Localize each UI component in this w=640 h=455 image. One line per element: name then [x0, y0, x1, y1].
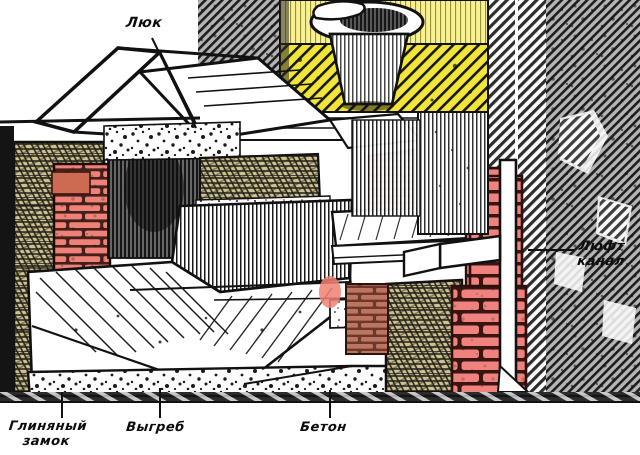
- brick-chunk-upper-left: [51, 171, 91, 195]
- label-luft-kanal: Люфт канал: [576, 239, 626, 269]
- label-vygreb: Выгреб: [125, 420, 186, 435]
- label-glinyanyy-zamok: Глиняный замок: [8, 419, 88, 449]
- vertical-hatch-field-center: [351, 119, 421, 217]
- ground-line-left: [0, 116, 201, 124]
- ground-edge: [0, 392, 640, 404]
- brick-block-bottom-center: [345, 283, 389, 355]
- label-beton: Бетон: [299, 420, 348, 435]
- brick-smudge: [319, 276, 341, 308]
- luft-duct-upper-shaft: [417, 111, 489, 235]
- label-luk: Люк: [125, 15, 164, 31]
- gravel-band-upper: [103, 121, 241, 161]
- privy-bowl: [309, 0, 425, 111]
- left-border-band: [0, 126, 14, 392]
- leader-lines: [61, 37, 574, 418]
- clay-lock-bottom-right: [384, 278, 464, 394]
- leader-luk: [151, 37, 197, 129]
- bowl-lid: [312, 0, 366, 21]
